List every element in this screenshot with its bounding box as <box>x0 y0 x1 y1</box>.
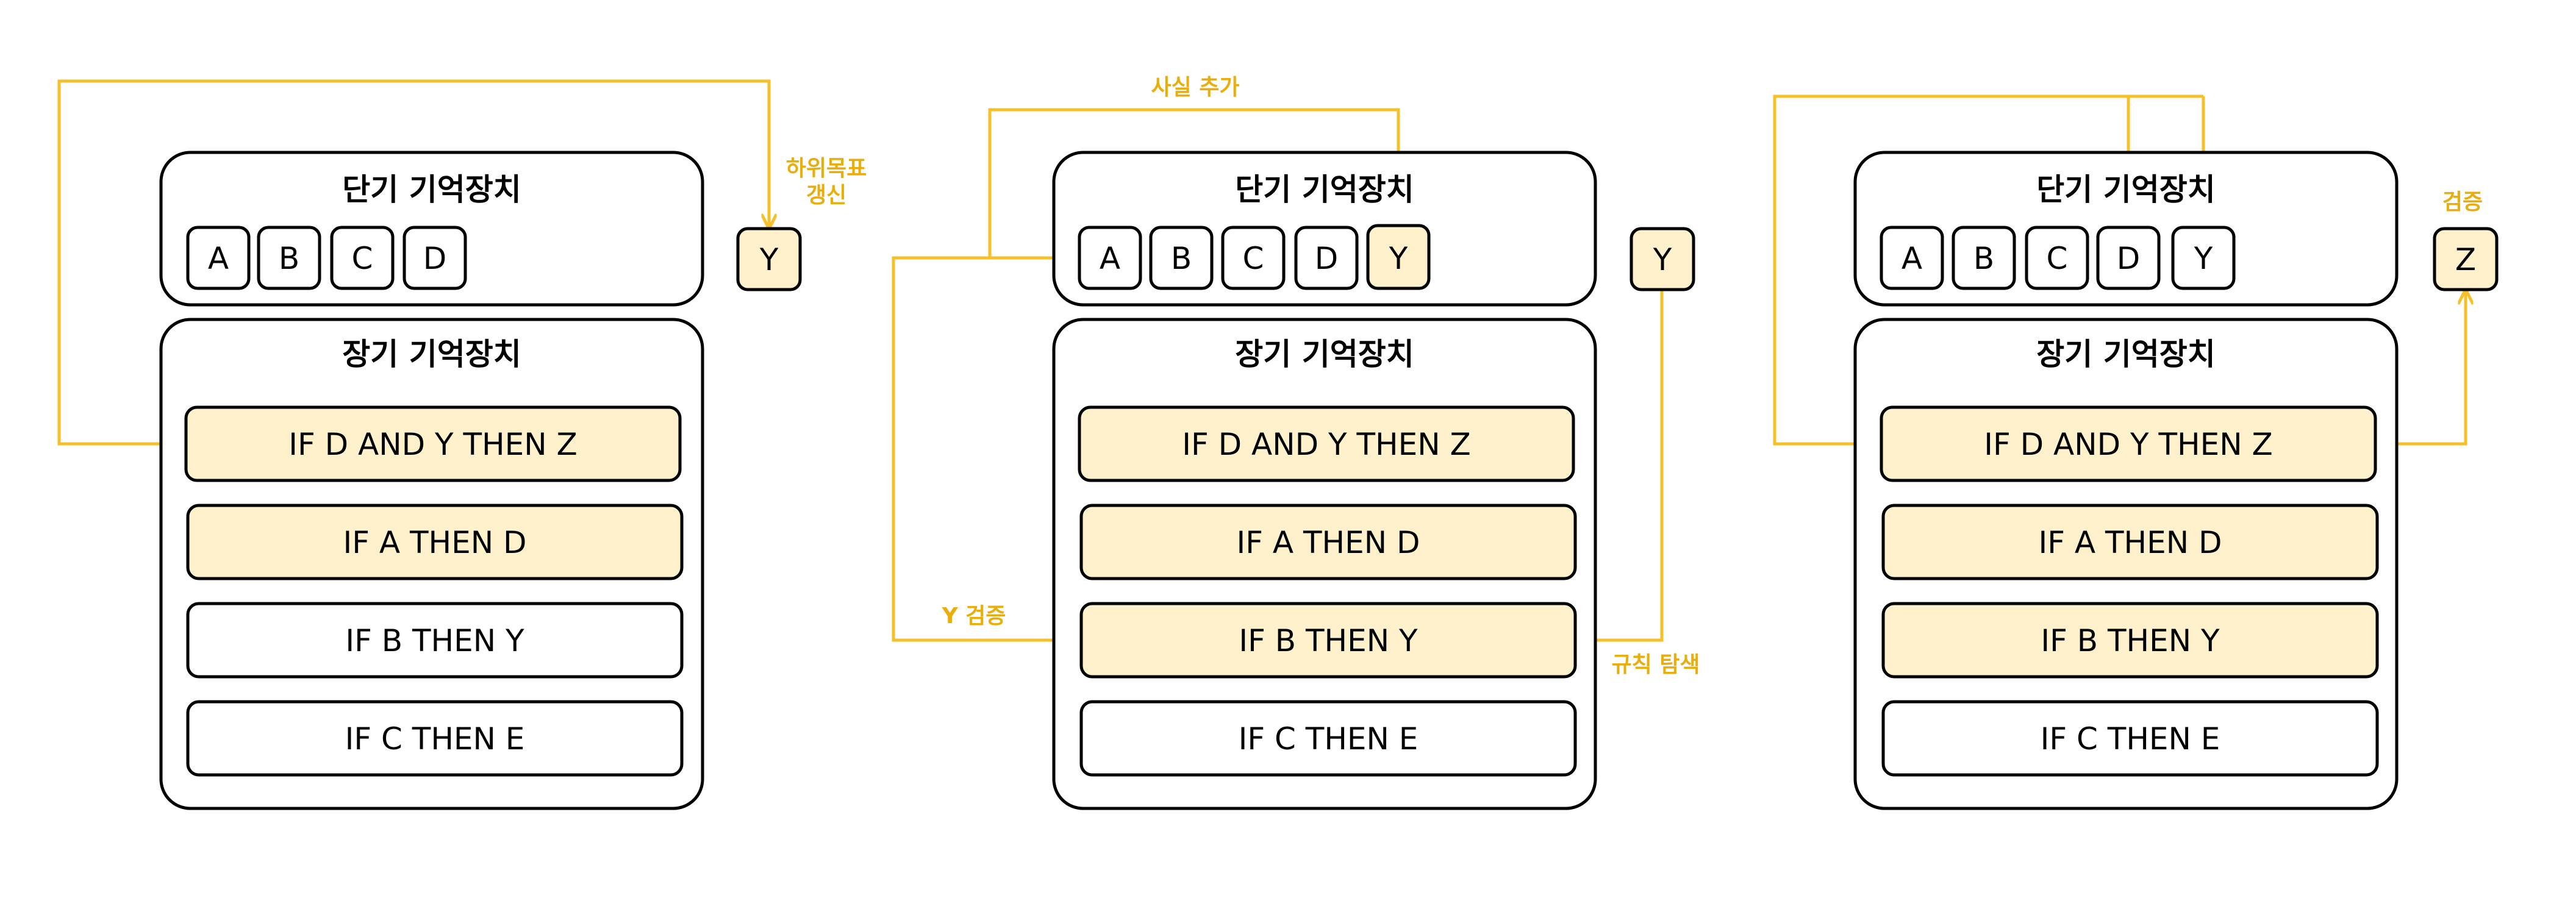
fact-box <box>2025 226 2089 290</box>
rule-label: IF C THEN E <box>1239 721 1419 757</box>
panel-3: 단기 기억장치 A B C D Y Z 검증 장기 기억장치 IF D AND … <box>1773 94 2499 810</box>
verify-annotation: 검증 <box>2442 190 2483 215</box>
fact-box <box>402 226 467 290</box>
subgoal-box <box>736 227 802 291</box>
rule-box <box>1079 504 1577 580</box>
verify-y-arrow <box>892 258 1150 642</box>
fact-label: C <box>1243 241 1264 276</box>
fact-box <box>1952 226 2016 290</box>
rule-box <box>1079 700 1577 777</box>
fact-list: A B C D Y <box>1880 226 2236 290</box>
long-term-memory-title: 장기 기억장치 <box>1235 337 1414 372</box>
panel-1: 단기 기억장치 A B C D Y 하위목표 갱신 장기 기억장치 IF D A… <box>57 79 867 810</box>
short-term-memory-title: 단기 기억장치 <box>1235 172 1414 207</box>
fact-box <box>1149 226 1214 290</box>
fact-box <box>330 226 395 290</box>
rule-box <box>186 504 684 580</box>
rule-label: IF B THEN Y <box>345 623 524 658</box>
fact-label: D <box>423 241 447 276</box>
rule-box <box>1881 700 2379 777</box>
fact-label: A <box>208 241 229 276</box>
rule-search-arrow <box>1572 290 1664 640</box>
added-fact-box <box>1366 224 1431 290</box>
subgoal-box <box>1630 227 1695 291</box>
rule-label: IF B THEN Y <box>2041 623 2220 658</box>
short-term-memory-title: 단기 기억장치 <box>2036 172 2215 207</box>
subgoal-label: Y <box>759 242 779 277</box>
short-term-memory-title: 단기 기억장치 <box>342 172 521 207</box>
fact-label: B <box>1171 241 1192 276</box>
rule-box <box>1078 405 1575 482</box>
rule-label: IF C THEN E <box>345 721 525 757</box>
fact-box <box>186 226 251 290</box>
fact-match-arrow <box>1773 94 2130 444</box>
add-fact-annotation: 사실 추가 <box>1151 75 1239 100</box>
rule-label: IF A THEN D <box>2038 525 2222 560</box>
rule-box <box>1881 504 2379 580</box>
rule-label: IF D AND Y THEN Z <box>1182 427 1471 462</box>
fact-label: A <box>1902 241 1922 276</box>
rule-list: IF D AND Y THEN Z IF A THEN D IF B THEN … <box>184 405 684 777</box>
fact-label: C <box>2047 241 2068 276</box>
verify-y-annotation: Y 검증 <box>942 604 1006 629</box>
long-term-memory-title: 장기 기억장치 <box>2036 337 2215 372</box>
rule-label: IF D AND Y THEN Z <box>1984 427 2273 462</box>
fact-box <box>1294 226 1359 290</box>
fact-list: A B C D Y <box>1078 224 1431 290</box>
verify-arrow <box>2371 291 2466 446</box>
fact-box <box>1078 226 1142 290</box>
fact-label: A <box>1100 241 1120 276</box>
rule-box <box>1079 602 1577 679</box>
rule-search-annotation: 규칙 탐색 <box>1611 652 1700 677</box>
rule-box <box>1881 602 2379 679</box>
fact-label: Y <box>1389 241 1408 276</box>
rule-list: IF D AND Y THEN Z IF A THEN D IF B THEN … <box>1078 405 1577 777</box>
rule-box <box>186 602 684 679</box>
subgoal-label: Y <box>1653 242 1672 277</box>
fact-box <box>2171 226 2236 290</box>
fact-list: A B C D <box>186 226 467 290</box>
fact-label: D <box>2117 241 2141 276</box>
goal-box <box>2433 227 2499 291</box>
rule-label: IF B THEN Y <box>1239 623 1418 658</box>
rule-label: IF A THEN D <box>343 525 526 560</box>
rule-box <box>1880 405 2377 482</box>
rule-label: IF C THEN E <box>2041 721 2220 757</box>
rule-label: IF A THEN D <box>1236 525 1420 560</box>
rule-list: IF D AND Y THEN Z IF A THEN D IF B THEN … <box>1880 405 2379 777</box>
fact-label: B <box>279 241 299 276</box>
panel-2: 단기 기억장치 A B C D Y 사실 추가 Y 장기 기억장치 IF D A… <box>892 75 1700 810</box>
fact-box <box>2096 226 2161 290</box>
fact-box <box>1221 226 1286 290</box>
fact-label: C <box>352 241 373 276</box>
fact-label: D <box>1315 241 1339 276</box>
subgoal-update-annotation: 하위목표 <box>786 156 867 181</box>
fact-label: Y <box>2194 241 2213 276</box>
fact-box <box>257 226 321 290</box>
fact-label: B <box>1973 241 1994 276</box>
subgoal-update-annotation: 갱신 <box>806 183 846 208</box>
goal-label: Z <box>2455 242 2476 277</box>
rule-box <box>186 700 684 777</box>
long-term-memory-title: 장기 기억장치 <box>342 337 521 372</box>
rule-label: IF D AND Y THEN Z <box>288 427 578 462</box>
rule-box <box>184 405 682 482</box>
fact-box <box>1880 226 1944 290</box>
subgoal-update-arrow <box>57 79 769 446</box>
